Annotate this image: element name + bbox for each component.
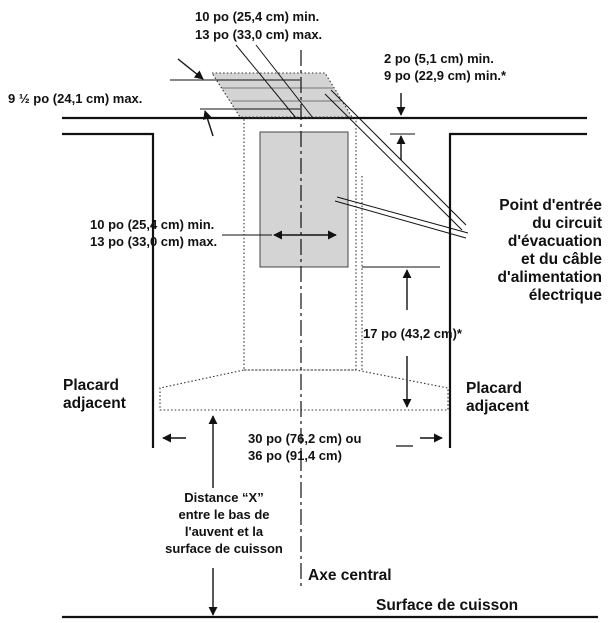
entry-line-2: du circuit — [532, 215, 602, 232]
distance-line-2: entre le bas de — [178, 507, 269, 522]
entry-point-label: Point d'entrée du circuit d'évacuation e… — [498, 197, 603, 304]
right-cabinet-label-1: Placard — [466, 380, 522, 397]
entry-point-area — [259, 131, 349, 268]
chimney-cover — [243, 117, 357, 371]
width-label-1: 30 po (76,2 cm) ou — [248, 431, 361, 446]
width-label-2: 36 po (91,4 cm) — [248, 448, 342, 463]
entry-leader-outer-a — [324, 93, 463, 231]
distance-x-label: Distance “X” entre le bas de l'auvent et… — [165, 490, 283, 556]
left-cabinet-label-2: adjacent — [63, 395, 126, 412]
entry-line-4: et du câble — [521, 251, 602, 268]
right-top-min2-label: 9 po (22,9 cm) min.* — [384, 68, 507, 83]
axis-label: Axe central — [308, 567, 392, 584]
left-arrow-top — [177, 58, 204, 80]
distance-line-4: surface de cuisson — [165, 541, 283, 556]
left-arrow-bottom — [203, 110, 214, 137]
top-min-label: 10 po (25,4 cm) min. — [195, 9, 319, 24]
top-dimension-line-a — [235, 44, 297, 119]
entry-line-6: électrique — [529, 287, 603, 304]
entry-line-1: Point d'entrée — [499, 197, 602, 214]
distance-line-3: l'auvent et la — [185, 524, 264, 539]
top-dimension-line-b — [255, 44, 314, 119]
cooking-surface-label: Surface de cuisson — [376, 597, 518, 614]
right-cabinet-label-2: adjacent — [466, 398, 529, 415]
right-top-min-label: 2 po (5,1 cm) min. — [384, 51, 494, 66]
right-cabinet — [448, 132, 587, 448]
mid-max-label: 13 po (33,0 cm) max. — [90, 234, 217, 249]
entry-leader-inner-b — [336, 196, 469, 234]
left-cabinet — [62, 132, 155, 448]
entry-line-3: d'évacuation — [508, 233, 602, 250]
height-17-label: 17 po (43,2 cm)* — [363, 326, 463, 341]
left-top-max-label: 9 ½ po (24,1 cm) max. — [8, 91, 142, 106]
mid-min-label: 10 po (25,4 cm) min. — [90, 217, 214, 232]
ceiling-bracket — [210, 72, 353, 118]
top-max-label: 13 po (33,0 cm) max. — [195, 27, 322, 42]
hood-canopy — [159, 369, 449, 411]
entry-line-5: d'alimentation — [498, 269, 602, 286]
entry-leader-inner-a — [334, 200, 467, 239]
left-cabinet-label-1: Placard — [63, 377, 119, 394]
entry-leader-outer-b — [330, 89, 467, 226]
distance-line-1: Distance “X” — [184, 490, 263, 505]
